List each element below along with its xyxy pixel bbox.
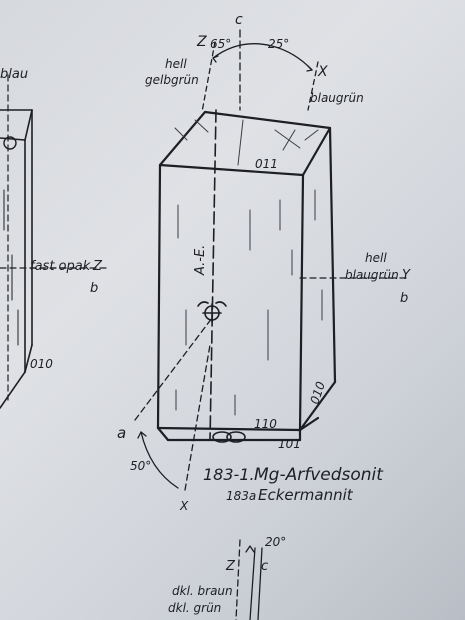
angle-50-label: 50° [130, 459, 151, 473]
bottom-color-1: dkl. braun [172, 584, 233, 598]
x-color-label: blaugrün [310, 91, 364, 105]
face-110: 110 [254, 417, 277, 431]
bottom-axes [134, 317, 213, 491]
left-z-label: Z [92, 259, 103, 274]
bottom-small-figure [235, 539, 263, 620]
caption-number: 183-1. [203, 465, 255, 484]
left-face-label: 010 [30, 357, 53, 371]
caption-sub-title: Eckermannit [258, 486, 354, 504]
y-label: Y [402, 268, 411, 283]
left-b-label: b [90, 281, 98, 296]
cleavage-marks [174, 119, 323, 416]
caption-title: Mg-Arfvedsonit [254, 465, 384, 485]
angle-65-label: 65° [210, 37, 231, 51]
z-top-label: Z [196, 34, 207, 50]
y-color-2: blaugrün [345, 268, 399, 282]
face-010: 010 [308, 379, 329, 405]
left-top-label: blau [0, 67, 28, 82]
top-axes [201, 29, 319, 113]
main-crystal [156, 110, 337, 442]
z-color-1: hell [165, 57, 187, 71]
caption-sub-number: 183a [226, 489, 256, 503]
bottom-c-label: c [261, 559, 268, 574]
x-top-label: X [317, 64, 328, 80]
right-b-label: b [400, 291, 408, 306]
z-color-2: gelbgrün [145, 73, 199, 87]
twin-symbol [212, 431, 246, 443]
face-011: 011 [255, 157, 278, 171]
angle-25-label: 25° [268, 37, 289, 51]
face-101: 101 [278, 437, 301, 451]
ae-label: A.-E. [193, 245, 208, 276]
c-label: c [235, 12, 243, 28]
y-color-1: hell [365, 251, 387, 265]
figure-caption: 183-1. Mg-Arfvedsonit 183a Eckermannit [203, 465, 384, 504]
bottom-color-2: dkl. grün [168, 601, 221, 615]
bottom-z-label: Z [225, 559, 236, 574]
c-axis-line [209, 109, 217, 441]
x-bottom-label: X [179, 499, 189, 513]
a-label: a [117, 424, 126, 442]
bottom-angle-label: 20° [265, 535, 286, 549]
optic-axis-symbol [197, 301, 227, 323]
left-color-label: fast opak [30, 259, 91, 274]
